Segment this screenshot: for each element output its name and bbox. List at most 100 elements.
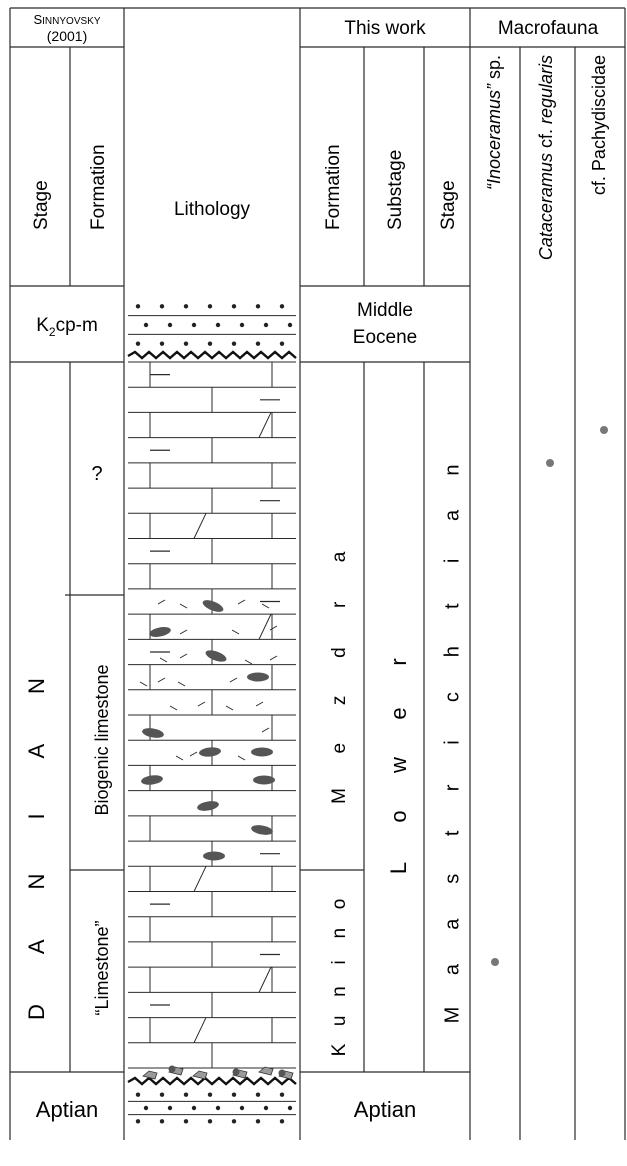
middle-label: Middle: [357, 300, 413, 321]
sandstone-aptian: [128, 1092, 296, 1124]
sandstone-dot: [135, 341, 141, 346]
sandstone-dot: [159, 1092, 165, 1097]
taxon-cataceramus: Cataceramus cf. regularis: [536, 55, 556, 260]
sandstone-dot: [159, 341, 165, 346]
sandstone-dot: [183, 341, 189, 346]
bioclast-stroke: [177, 681, 186, 687]
stage-aptian-left: Aptian: [36, 1097, 98, 1122]
lower-letter: o: [386, 810, 411, 822]
shell-fragment: [251, 747, 273, 757]
kunino-letter: n: [329, 928, 350, 939]
conglomerate-pebble: [258, 1066, 274, 1076]
limestone-beds: [128, 361, 296, 1069]
bioclast-stroke: [197, 701, 206, 707]
maastrichtian-letter: a: [441, 918, 463, 930]
bioclast-stroke: [225, 705, 234, 711]
mezdra-letter: z: [329, 696, 350, 706]
sinnyovsky-heading: SINNYOVSKY: [33, 12, 100, 27]
sandstone-dot: [207, 341, 213, 346]
sandstone-dot: [207, 304, 213, 309]
maastrichtian-letter: a: [441, 509, 463, 521]
conglomerate-pebble-dark: [232, 1068, 240, 1076]
taxon-cataceramus-genus: Cataceramus: [536, 153, 556, 260]
sandstone-dot: [231, 1092, 237, 1097]
bioclast-stroke: [244, 659, 253, 665]
bioclast-stroke: [237, 599, 246, 605]
shell-fragment: [253, 775, 275, 785]
shell-fragment: [149, 627, 171, 637]
danian-letter: D: [24, 1004, 49, 1020]
sandstone-dot: [255, 304, 261, 309]
maastrichtian-letter: t: [441, 830, 463, 836]
maastrichtian-letter: c: [441, 692, 463, 702]
sandstone-dot: [135, 1119, 141, 1124]
occurrence-dot-pachydiscidae: [600, 426, 608, 434]
taxon-inoceramus: “Inoceramus” sp.: [484, 55, 504, 190]
sandstone-dot: [239, 322, 245, 328]
danian-letter: N: [24, 874, 49, 890]
bioclast-stroke: [229, 677, 238, 683]
sandstone-dot: [255, 1119, 261, 1124]
bioclast-stroke: [179, 629, 188, 635]
lower-letter: w: [386, 757, 411, 774]
danian-letter: N: [24, 678, 49, 694]
sandstone-dot: [231, 1119, 237, 1124]
bioclast-stroke: [179, 653, 188, 659]
column-this-stage: Stage: [438, 180, 459, 230]
sandstone-dot: [143, 1105, 149, 1111]
bioclast-stroke: [159, 657, 168, 663]
bioclast-stroke: [269, 655, 278, 661]
bioclast-stroke: [157, 599, 166, 605]
kunino-letter: o: [329, 899, 350, 910]
occurrence-dot-cataceramus: [546, 459, 554, 467]
shell-fragment: [205, 650, 227, 662]
taxon-pachydiscidae: cf. Pachydiscidae: [589, 55, 609, 195]
mezdra-letter: r: [329, 601, 350, 608]
maastrichtian-letter: n: [441, 464, 463, 475]
sinnyovsky-rest: INNYOVSKY: [42, 16, 101, 27]
conglomerate-pebble-dark: [278, 1069, 286, 1077]
sandstone-dot: [263, 322, 269, 328]
sandstone-dot: [215, 1105, 221, 1111]
bioclast-stroke: [157, 677, 166, 683]
formation-limestone: “Limestone”: [92, 920, 112, 1015]
dolomite-slash: [258, 613, 272, 640]
sandstone-dot: [183, 1092, 189, 1097]
taxon-cataceramus-species: regularis: [536, 55, 556, 124]
macrofauna-heading: Macrofauna: [498, 18, 599, 39]
shell-fragment: [197, 801, 219, 811]
mezdra-letter: e: [329, 743, 350, 754]
sandstone-dot: [279, 304, 285, 309]
bioclast-stroke: [169, 705, 178, 711]
occurrence-dot-inoceramus: [491, 958, 499, 966]
sandstone-dot: [263, 1105, 269, 1111]
kunino-letter: K: [329, 1043, 350, 1056]
sandstone-dot: [287, 322, 293, 328]
eocene-label: Eocene: [353, 327, 417, 348]
shell-fragment: [251, 825, 273, 835]
dolomite-slash: [193, 513, 207, 539]
sandstone-dot: [239, 1105, 245, 1111]
mezdra-letter: M: [329, 788, 350, 804]
conglomerate-pebble-dark: [168, 1065, 176, 1073]
column-formation: Formation: [88, 144, 109, 230]
shell-fragment: [247, 672, 269, 682]
kunino-letter: i: [329, 960, 350, 964]
sandstone-dot: [287, 1105, 293, 1111]
shell-fragment: [199, 747, 221, 757]
bioclast-stroke: [261, 603, 270, 609]
sandstone-dot: [191, 1105, 197, 1111]
sandstone-dot: [279, 1119, 285, 1124]
kunino-letter: u: [329, 1016, 350, 1027]
lower-letter: r: [386, 658, 411, 665]
sandstone-dot: [231, 304, 237, 309]
taxon-inoceramus-sp: sp.: [484, 55, 504, 84]
taxon-cataceramus-cf: cf.: [536, 124, 556, 153]
sandstone-dot: [207, 1092, 213, 1097]
sandstone-dot: [207, 1119, 213, 1124]
stage-k2cp-m: K2cp-m: [36, 315, 98, 339]
column-this-formation: Formation: [323, 144, 344, 230]
conglomerate-pebble: [192, 1070, 208, 1080]
mezdra-letter: a: [329, 551, 350, 562]
